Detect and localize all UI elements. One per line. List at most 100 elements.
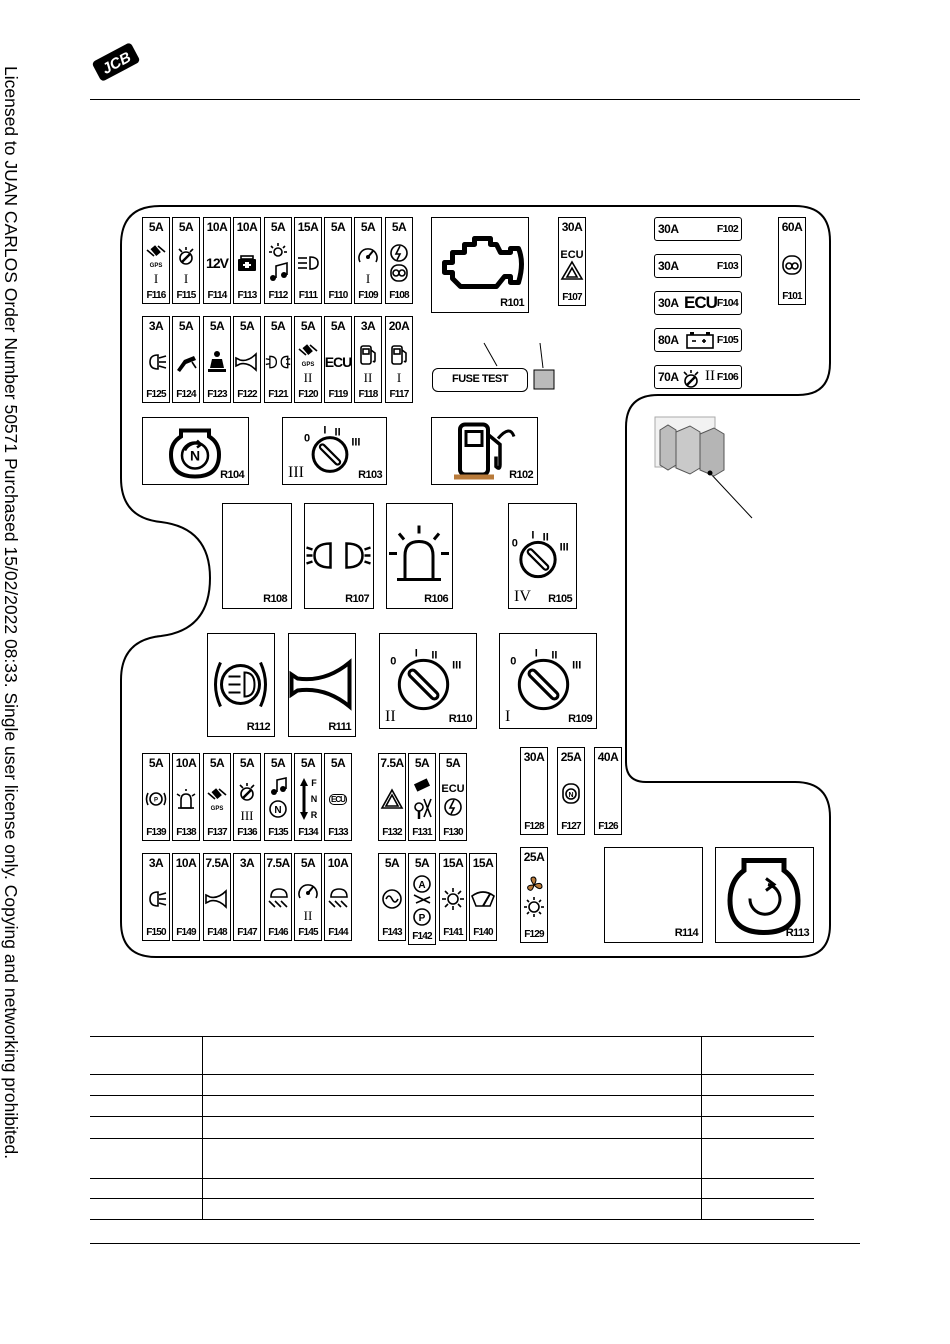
- fuse-id: F150: [146, 927, 166, 938]
- fuse-rating: 5A: [414, 856, 430, 870]
- side-light-icon: [143, 335, 169, 388]
- fuse-rating: 5A: [330, 756, 346, 770]
- svg-text:A: A: [418, 880, 425, 891]
- radio-icon: [234, 236, 260, 289]
- ecu-small-icon: ECU: [329, 793, 347, 805]
- fuse-id: F131: [412, 827, 432, 838]
- fuse-id: F130: [443, 827, 463, 838]
- fuse-id: F115: [176, 290, 196, 301]
- fuse-rating: 5A: [384, 856, 400, 870]
- interior-light-icon: [440, 872, 466, 926]
- fuse-id: F108: [389, 290, 409, 301]
- svg-text:0: 0: [510, 655, 516, 667]
- fuse-rating: 3A: [239, 856, 255, 870]
- fuse-id: F109: [358, 290, 378, 301]
- fuse-rating: 60A: [781, 220, 803, 234]
- fuse-id: F121: [268, 389, 288, 400]
- fuse-rating: 5A: [239, 756, 255, 770]
- music-neutral-icon: N: [265, 772, 291, 826]
- 12v-socket-icon: 12V: [206, 254, 229, 271]
- fuse-id: F105: [716, 334, 739, 346]
- beacon-icon: [173, 772, 199, 826]
- fan-heater-icon: [521, 866, 547, 928]
- fuse-rating: 5A: [148, 220, 164, 234]
- neutral-start-icon: N: [143, 418, 248, 484]
- work-light-icon: [325, 872, 351, 926]
- svg-text:I: I: [535, 647, 538, 659]
- svg-text:ECU: ECU: [560, 249, 583, 261]
- boom-icon: [173, 335, 199, 388]
- fuse-id: F136: [237, 827, 257, 838]
- svg-text:II: II: [551, 649, 557, 661]
- fuse-id: F117: [389, 389, 409, 400]
- fuse-f150: 3A F150: [142, 853, 170, 941]
- fuse-rating: 3A: [148, 856, 164, 870]
- fuse-test-button[interactable]: FUSE TEST: [432, 368, 528, 392]
- fuse-rating: 5A: [445, 756, 461, 770]
- relay-id: R102: [509, 469, 534, 481]
- gps-satellite-icon: GPS: [143, 236, 169, 275]
- fuse-rating: 5A: [178, 220, 194, 234]
- fuel-pump-icon: [355, 335, 381, 374]
- svg-text:III: III: [452, 659, 461, 671]
- fuse-id: F106: [716, 371, 739, 383]
- fuse-rating: 25A: [560, 750, 582, 764]
- jcb-logo: JCB: [90, 42, 142, 82]
- fuse-id: F110: [328, 290, 348, 301]
- fuse-rating: 15A: [442, 856, 464, 870]
- fuse-id: F113: [237, 290, 257, 301]
- fuse-puller-icon: [654, 416, 725, 477]
- circuit-number: I: [183, 271, 189, 286]
- fuse-rating: 70A: [658, 370, 679, 384]
- fuse-id: F148: [207, 927, 227, 938]
- relay-r113: R113: [715, 847, 814, 943]
- fuse-rating: 10A: [206, 220, 228, 234]
- fuse-rating: 30A: [658, 222, 679, 236]
- fuel-pump-icon: [432, 418, 537, 484]
- svg-text:GPS: GPS: [150, 263, 163, 268]
- circuit-number: II: [303, 908, 313, 923]
- relay-r101: R101: [431, 217, 529, 313]
- circuit-number: II: [705, 368, 715, 384]
- fuse-id: F127: [561, 821, 581, 832]
- fuse-id: F146: [268, 927, 288, 938]
- ignition-key-icon: [234, 772, 260, 812]
- fuse-rating: 10A: [175, 756, 197, 770]
- fuse-rating: 80A: [658, 333, 679, 347]
- engine-icon: [432, 218, 528, 312]
- fuse-id: F142: [412, 931, 432, 942]
- svg-text:II: II: [335, 427, 341, 439]
- svg-text:N: N: [311, 794, 318, 804]
- header-rule: [90, 99, 860, 100]
- relay-id: R110: [448, 713, 473, 725]
- fuse-id: F112: [268, 290, 288, 301]
- svg-text:P: P: [419, 913, 426, 924]
- fuse-rating: 5A: [178, 319, 194, 333]
